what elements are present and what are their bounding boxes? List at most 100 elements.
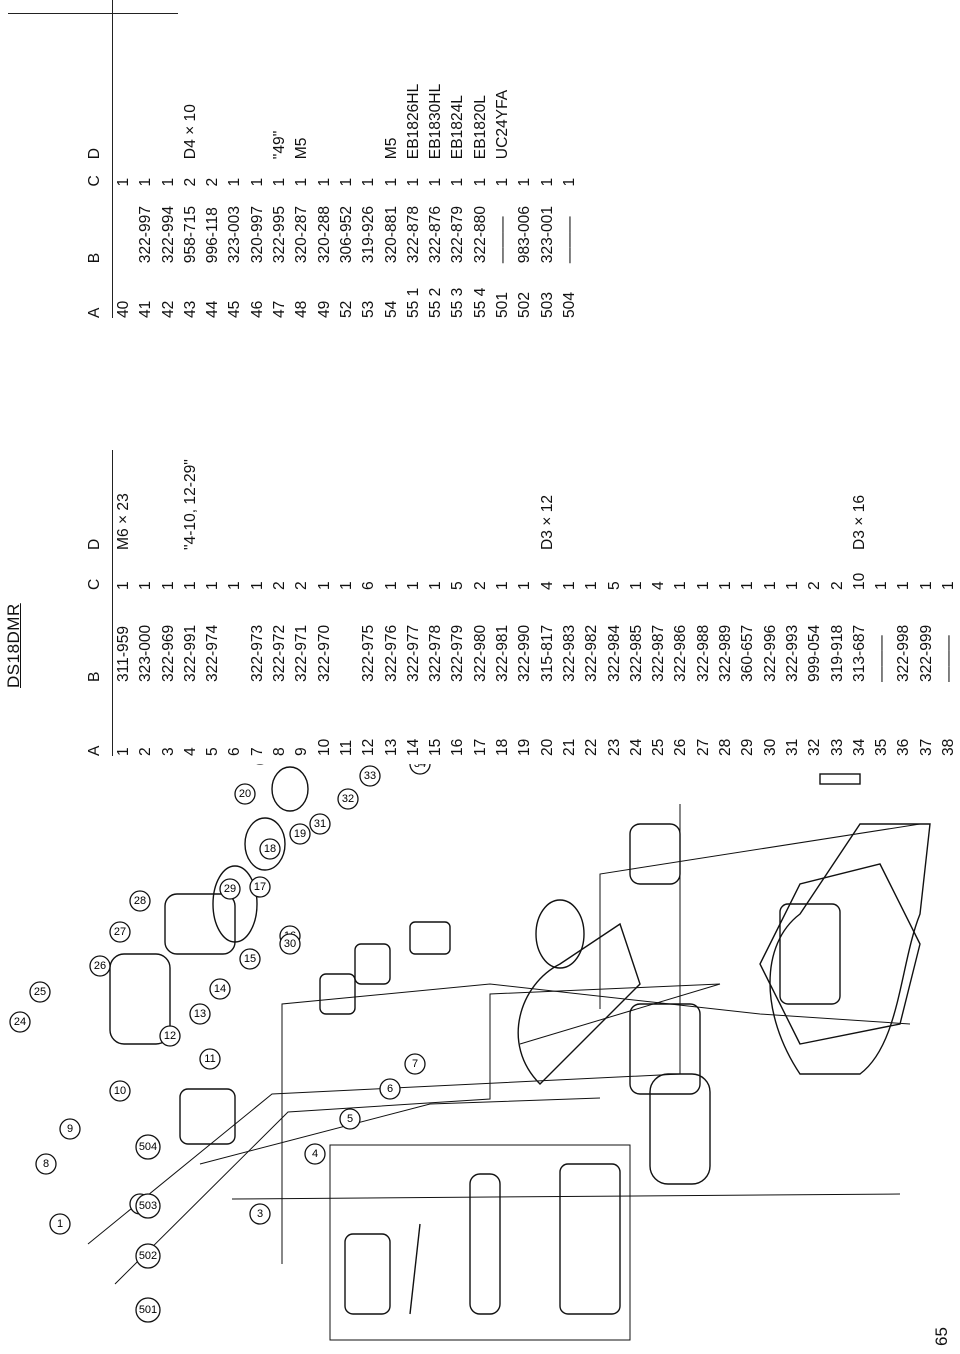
cell-c: 1 — [739, 581, 757, 590]
cell-b: 322-989 — [717, 624, 735, 682]
cell-d — [514, 0, 536, 159]
cell-a: 46 — [248, 300, 266, 318]
cell-d — [760, 450, 782, 550]
cell-a: 1 — [115, 747, 132, 756]
gear-15-shape — [354, 943, 391, 985]
callout-7: 7 — [404, 1053, 426, 1075]
cell-b: 322-984 — [605, 624, 623, 682]
cell-d: M5 — [293, 137, 311, 160]
cell-d — [135, 450, 157, 550]
cell-b: 322-982 — [583, 624, 601, 682]
callout-label: 14 — [214, 983, 226, 995]
cell-a: 36 — [895, 738, 913, 756]
cell-a: 26 — [672, 738, 690, 756]
cell-c: 5 — [605, 581, 623, 590]
cell-b: 311-959 — [115, 625, 132, 682]
case-shape — [559, 1163, 621, 1315]
cell-c: 1 — [115, 177, 132, 187]
cell-c: 1 — [895, 581, 913, 590]
cell-a: 502 — [516, 291, 534, 318]
cell-c: 1 — [672, 581, 690, 590]
cell-a: 20 — [538, 738, 556, 756]
cell-c: 1 — [360, 177, 378, 187]
cell-d — [559, 450, 581, 550]
callout-circle — [135, 1243, 161, 1269]
table-header: A B C D — [84, 450, 113, 756]
callout-32: 32 — [337, 788, 359, 810]
callout-3: 3 — [249, 1203, 271, 1225]
cell-b: 320-881 — [382, 205, 400, 264]
callout-28: 28 — [129, 890, 151, 912]
cell-d — [425, 450, 447, 550]
callout-circle — [9, 1011, 31, 1033]
callout-label: 7 — [412, 1058, 418, 1070]
cell-d — [314, 450, 336, 550]
cell-d — [670, 450, 692, 550]
cell-b: 322-996 — [761, 624, 779, 682]
col-header-c: C — [86, 578, 103, 590]
cell-a: 34 — [850, 738, 868, 756]
callout-circle — [35, 1153, 57, 1175]
cell-c: 1 — [293, 177, 311, 187]
callout-circle — [59, 1118, 81, 1140]
cell-d — [604, 450, 626, 550]
callout-label: 19 — [294, 828, 306, 840]
col-header-b: B — [86, 671, 103, 682]
cell-c: 1 — [226, 177, 244, 187]
cell-a: 9 — [293, 747, 311, 756]
cell-b: ——— — [939, 635, 957, 682]
callout-29: 29 — [219, 878, 241, 900]
cell-d — [381, 450, 403, 550]
cell-b: 322-993 — [783, 624, 801, 682]
cell-a: 29 — [739, 738, 757, 756]
cell-b: 322-995 — [271, 205, 289, 264]
cell-c: 1 — [337, 581, 355, 590]
col-header-c: C — [86, 175, 103, 187]
cell-b: 360-657 — [739, 624, 757, 682]
callout-8: 8 — [35, 1153, 57, 1175]
callout-circle — [189, 1003, 211, 1025]
callout-circle — [249, 1203, 271, 1225]
cell-a: 33 — [828, 738, 846, 756]
cell-c: 4 — [538, 581, 556, 590]
callout-circle — [89, 955, 111, 977]
cell-d — [782, 450, 804, 550]
callout-circle — [259, 838, 281, 860]
cell-a: 15 — [427, 738, 445, 756]
cell-c: 1 — [137, 177, 155, 187]
cell-c: 1 — [560, 177, 578, 187]
cell-b: 306-952 — [337, 205, 355, 264]
cell-a: 45 — [226, 300, 244, 318]
cell-a: 22 — [583, 738, 601, 756]
cell-c: 1 — [404, 581, 422, 590]
cell-a: 32 — [806, 738, 824, 756]
cell-d — [514, 450, 536, 550]
callout-10: 10 — [109, 1080, 131, 1102]
cell-b: 322-878 — [404, 205, 422, 264]
chuck-sleeve-shape — [164, 893, 236, 955]
cell-c: 4 — [650, 581, 668, 590]
cell-c: 1 — [583, 581, 601, 590]
cell-c: 2 — [204, 177, 222, 187]
callout-circle — [234, 783, 256, 805]
cell-d: EB1826HL — [404, 83, 422, 160]
cell-b: 322-991 — [181, 624, 199, 682]
cell-b: 322-976 — [382, 624, 400, 682]
cell-d — [938, 450, 960, 550]
cell-a: 38 — [939, 738, 957, 756]
table-header: A B C D — [84, 0, 113, 318]
cell-c: 1 — [694, 581, 712, 590]
